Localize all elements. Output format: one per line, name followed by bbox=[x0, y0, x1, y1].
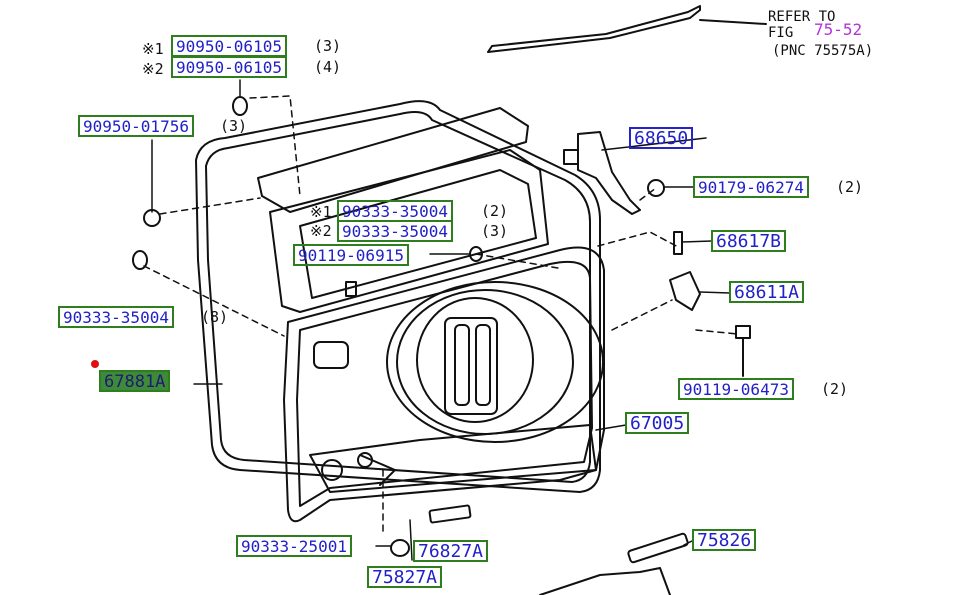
part-90950-06105-1[interactable]: 90950-06105 bbox=[171, 35, 287, 57]
mark-2: ※2 bbox=[142, 60, 164, 78]
weatherstrip bbox=[195, 100, 601, 493]
qty: (3) bbox=[220, 117, 248, 135]
part-75827a[interactable]: 75827A bbox=[367, 566, 443, 588]
qty: (2) bbox=[836, 178, 864, 196]
refer-to-line1: REFER TO bbox=[768, 9, 836, 25]
upper-spoiler bbox=[257, 107, 529, 213]
part-90179-06274[interactable]: 90179-06274 bbox=[693, 176, 809, 198]
part-68611a[interactable]: 68611A bbox=[729, 281, 805, 303]
glass-frame bbox=[269, 149, 549, 313]
part-90333-25001[interactable]: 90333-25001 bbox=[236, 535, 352, 557]
mark-1: ※1 bbox=[142, 40, 164, 58]
mark-1: ※1 bbox=[310, 203, 332, 221]
part-67005[interactable]: 67005 bbox=[625, 412, 690, 434]
qty: (8) bbox=[201, 308, 229, 326]
qty: (2) bbox=[481, 202, 509, 220]
part-90333-35004-2[interactable]: 90333-35004 bbox=[337, 220, 453, 242]
fig-link-75-52[interactable]: 75-52 bbox=[814, 20, 863, 39]
part-90333-35004-3[interactable]: 90333-35004 bbox=[58, 306, 174, 328]
part-90333-35004-1[interactable]: 90333-35004 bbox=[337, 200, 453, 222]
hinge bbox=[577, 131, 641, 215]
spare-carrier-outer bbox=[386, 281, 604, 443]
marker-dot bbox=[91, 360, 99, 368]
part-90950-01756[interactable]: 90950-01756 bbox=[78, 115, 194, 137]
part-76827a[interactable]: 76827A bbox=[413, 540, 489, 562]
part-67881a[interactable]: 67881A bbox=[99, 370, 171, 392]
part-90119-06915[interactable]: 90119-06915 bbox=[293, 244, 409, 266]
door-panel bbox=[283, 246, 605, 523]
part-68650[interactable]: 68650 bbox=[629, 127, 694, 149]
part-90119-06473[interactable]: 90119-06473 bbox=[678, 378, 794, 400]
qty: (3) bbox=[314, 37, 342, 55]
mark-2: ※2 bbox=[310, 222, 332, 240]
refer-pnc: (PNC 75575A) bbox=[772, 43, 874, 59]
part-68617b[interactable]: 68617B bbox=[711, 230, 787, 252]
part-90950-06105-2[interactable]: 90950-06105 bbox=[171, 56, 287, 78]
refer-to-fig-prefix: FIG bbox=[768, 25, 794, 41]
qty: (3) bbox=[481, 222, 509, 240]
spoiler-strip bbox=[487, 5, 701, 53]
part-75826[interactable]: 75826 bbox=[692, 529, 757, 551]
qty: (4) bbox=[314, 58, 342, 76]
qty: (2) bbox=[821, 380, 849, 398]
